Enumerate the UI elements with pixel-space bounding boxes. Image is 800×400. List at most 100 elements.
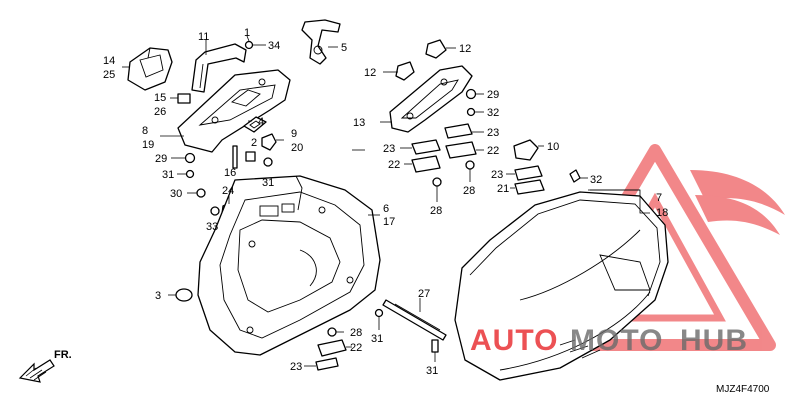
callout-16: 16 xyxy=(224,167,236,179)
callout-29-left: 29 xyxy=(155,153,167,165)
callout-4: 4 xyxy=(258,116,264,128)
callout-26: 26 xyxy=(154,106,166,118)
part-screw-31a xyxy=(263,157,273,167)
part-lid xyxy=(454,191,669,381)
callout-25: 25 xyxy=(103,69,115,81)
part-plug-3 xyxy=(175,288,193,302)
callout-31-bottom: 31 xyxy=(426,365,438,377)
leader-lines xyxy=(122,35,650,367)
part-bolt-16 xyxy=(232,145,238,169)
part-bolt-28c xyxy=(327,327,337,337)
part-plate-23c xyxy=(514,165,543,181)
callout-27: 27 xyxy=(418,288,430,300)
callout-33: 33 xyxy=(206,221,218,233)
callout-6: 6 xyxy=(383,203,389,215)
part-washer-33 xyxy=(210,206,220,216)
callout-28-bottom: 28 xyxy=(350,327,362,339)
callout-10: 10 xyxy=(547,141,559,153)
callout-14: 14 xyxy=(103,55,115,67)
part-screw-30 xyxy=(196,188,206,198)
callout-labels: 1 2 3 4 5 6 7 8 9 10 11 12 12 13 14 15 1… xyxy=(103,27,668,377)
part-screw-31d xyxy=(374,308,384,318)
callout-18: 18 xyxy=(656,207,668,219)
callout-31-left: 31 xyxy=(162,169,174,181)
part-clip-12b xyxy=(395,61,415,81)
part-plate-23b xyxy=(444,123,473,139)
watermark-wing-2 xyxy=(695,195,780,235)
part-nut-2 xyxy=(245,151,256,162)
front-label: FR. xyxy=(54,349,72,361)
callout-19: 19 xyxy=(142,139,154,151)
callout-12-left: 12 xyxy=(364,67,376,79)
watermark-brand: AUTO MOTO HUB xyxy=(470,324,748,357)
part-screw-31b xyxy=(185,169,195,179)
part-screw-34 xyxy=(244,40,254,50)
part-bolt-28a xyxy=(432,177,442,187)
part-plate-21 xyxy=(514,179,545,195)
part-lid-frame xyxy=(177,69,291,153)
part-screw-31e xyxy=(431,339,439,353)
callout-32-right: 32 xyxy=(590,174,602,186)
callout-31-mid: 31 xyxy=(371,333,383,345)
callout-15: 15 xyxy=(154,92,166,104)
part-latch xyxy=(301,19,341,65)
callout-24: 24 xyxy=(222,185,234,197)
part-handle-cover xyxy=(127,47,173,91)
part-screw-32a xyxy=(466,107,476,117)
callout-22-right: 22 xyxy=(487,145,499,157)
part-bracket-9 xyxy=(261,133,277,151)
part-handle-bar xyxy=(191,43,247,93)
callout-17: 17 xyxy=(383,216,395,228)
callout-28-left: 28 xyxy=(430,205,442,217)
part-plate-23d xyxy=(315,357,339,371)
callout-30: 30 xyxy=(170,188,182,200)
callout-22-bottom: 22 xyxy=(350,342,362,354)
callout-8: 8 xyxy=(142,125,148,137)
front-direction-indicator: FR. xyxy=(18,349,72,383)
callout-9: 9 xyxy=(291,128,297,140)
callout-29-right: 29 xyxy=(487,89,499,101)
part-clip xyxy=(177,93,191,104)
callout-13: 13 xyxy=(353,117,365,129)
part-washer-29a xyxy=(184,152,196,164)
watermark-auto: AUTO xyxy=(470,324,558,357)
watermark-wing xyxy=(690,170,785,215)
callout-3: 3 xyxy=(155,290,161,302)
part-gasket xyxy=(243,116,267,133)
part-screw-32b xyxy=(569,169,581,183)
callout-34: 34 xyxy=(268,40,280,52)
callout-20: 20 xyxy=(291,142,303,154)
callout-5: 5 xyxy=(341,42,347,54)
part-rod-27 xyxy=(382,299,447,341)
callout-23-right: 23 xyxy=(491,169,503,181)
arrow-left-icon xyxy=(18,359,55,383)
callout-32-center: 32 xyxy=(487,107,499,119)
callout-12-top: 12 xyxy=(459,43,471,55)
part-plate-22c xyxy=(317,339,347,357)
part-plate-22a xyxy=(411,155,441,173)
part-case-body xyxy=(197,175,381,356)
watermark-hub: HUB xyxy=(680,324,748,357)
callout-23-left: 23 xyxy=(383,143,395,155)
part-bolt-28b xyxy=(465,160,475,170)
watermark-moto: MOTO xyxy=(570,324,663,357)
part-washer-29b xyxy=(465,88,477,100)
callout-21: 21 xyxy=(497,183,509,195)
callout-28-right: 28 xyxy=(463,185,475,197)
callout-2: 2 xyxy=(251,137,257,149)
part-plate-23a xyxy=(411,139,441,155)
callout-7: 7 xyxy=(656,192,662,204)
callout-31-upper: 31 xyxy=(262,177,274,189)
part-hinge-13 xyxy=(389,65,473,133)
diagram-code: MJZ4F4700 xyxy=(716,384,770,395)
callout-23-center: 23 xyxy=(487,127,499,139)
callout-11: 11 xyxy=(198,31,209,43)
callout-1: 1 xyxy=(244,27,250,39)
part-plate-22b xyxy=(445,141,477,159)
callout-22-left: 22 xyxy=(388,159,400,171)
part-clip-12a xyxy=(425,39,447,59)
part-hinge-10 xyxy=(513,139,539,161)
callout-23-bottom: 23 xyxy=(290,361,302,373)
